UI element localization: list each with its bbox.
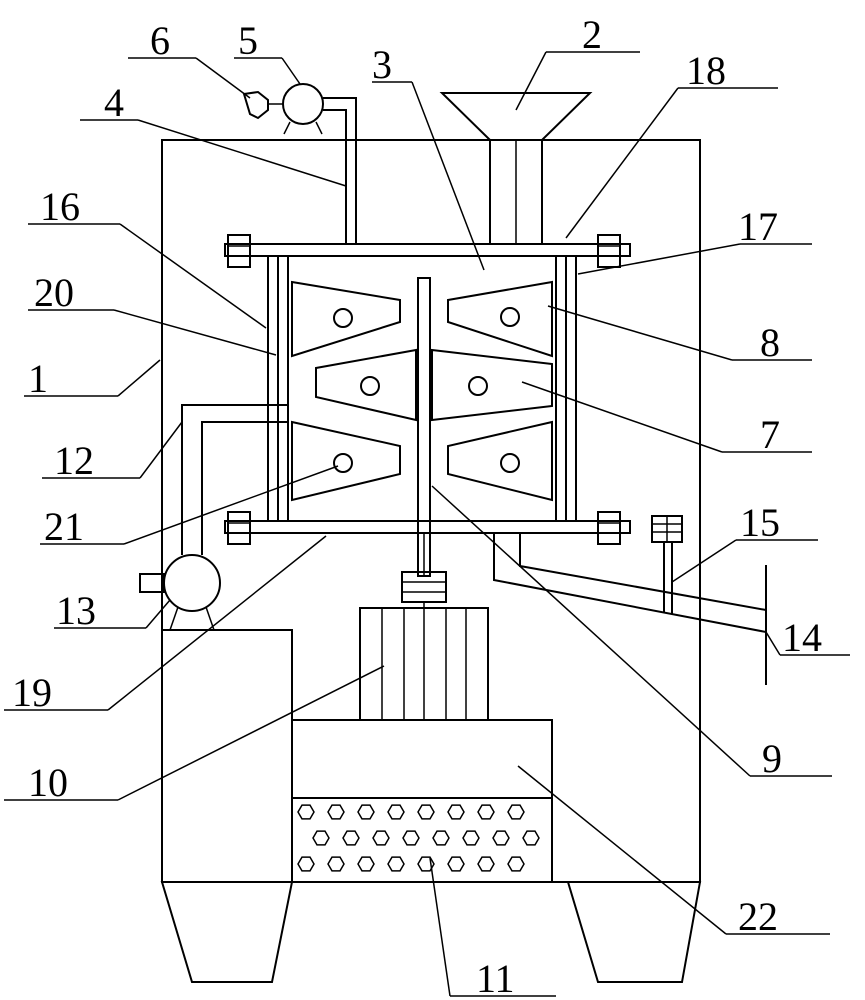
blade-left-top: [291, 280, 401, 358]
motor-base: [291, 719, 553, 799]
filter-hole: [462, 830, 480, 846]
filter-hole: [522, 830, 540, 846]
label-20: 20: [34, 270, 74, 315]
left-leg: [160, 881, 294, 983]
filter-hole: [417, 804, 435, 820]
top-left-bolt: [227, 234, 251, 268]
filter-hole: [402, 830, 420, 846]
label-1: 1: [28, 356, 48, 401]
top-right-bolt: [597, 234, 621, 268]
filter-hole: [297, 804, 315, 820]
filter-hole: [342, 830, 360, 846]
water-pump: [282, 83, 324, 125]
filter-hole: [327, 804, 345, 820]
filter-hole: [297, 856, 315, 872]
leader-lines: [4, 51, 850, 997]
right-leg: [566, 881, 702, 983]
label-8: 8: [760, 320, 780, 365]
filter-hole: [447, 804, 465, 820]
blade-left-bottom: [291, 420, 401, 502]
bottom-flange: [224, 520, 631, 534]
label-18: 18: [686, 48, 726, 93]
pump-inlet: [139, 573, 165, 593]
label-7: 7: [760, 412, 780, 457]
filter-hole: [492, 830, 510, 846]
label-2: 2: [582, 12, 602, 57]
label-6: 6: [150, 18, 170, 63]
label-4: 4: [104, 80, 124, 125]
blade-right-top: [447, 280, 553, 358]
label-17: 17: [738, 204, 778, 249]
label-10: 10: [28, 760, 68, 805]
filter-hole: [357, 804, 375, 820]
filter-layer: [291, 797, 553, 883]
feed-hopper: [439, 92, 593, 141]
label-3: 3: [372, 42, 392, 87]
water-pipe: [323, 97, 357, 244]
filter-hole: [312, 830, 330, 846]
label-5: 5: [238, 18, 258, 63]
filter-hole: [417, 856, 435, 872]
label-15: 15: [740, 500, 780, 545]
part-labels: 1 2 3 4 5 6 7 8 9 10 11 12 13 14 15 16 1…: [12, 12, 822, 1000]
label-12: 12: [54, 438, 94, 483]
label-19: 19: [12, 670, 52, 715]
label-21: 21: [44, 504, 84, 549]
stirring-shaft: [417, 277, 431, 577]
label-14: 14: [782, 615, 822, 660]
tank-left: [162, 629, 293, 882]
label-16: 16: [40, 184, 80, 229]
filter-hole: [447, 856, 465, 872]
filter-hole: [387, 856, 405, 872]
filter-hole: [327, 856, 345, 872]
blade-left-mid: [315, 348, 417, 422]
circulation-pump: [163, 554, 221, 612]
filter-holes: [297, 804, 540, 872]
top-flange: [224, 243, 631, 257]
valve: [242, 90, 269, 120]
bottom-right-bolt: [597, 511, 621, 545]
filter-hole: [357, 856, 375, 872]
label-11: 11: [476, 956, 515, 1000]
filter-hole: [477, 856, 495, 872]
filter-hole: [507, 804, 525, 820]
label-13: 13: [56, 588, 96, 633]
blade-right-mid: [431, 348, 553, 422]
label-9: 9: [762, 736, 782, 781]
circulation-pipe-inner: [201, 421, 288, 555]
blade-right-bottom: [447, 420, 553, 502]
label-22: 22: [738, 894, 778, 939]
circulation-pipe-outer: [181, 404, 288, 555]
filter-hole: [432, 830, 450, 846]
bottom-left-bolt: [227, 511, 251, 545]
filter-hole: [477, 804, 495, 820]
discharge-pipe-bottom: [493, 533, 767, 633]
filter-hole: [372, 830, 390, 846]
filter-hole: [387, 804, 405, 820]
filter-hole: [507, 856, 525, 872]
